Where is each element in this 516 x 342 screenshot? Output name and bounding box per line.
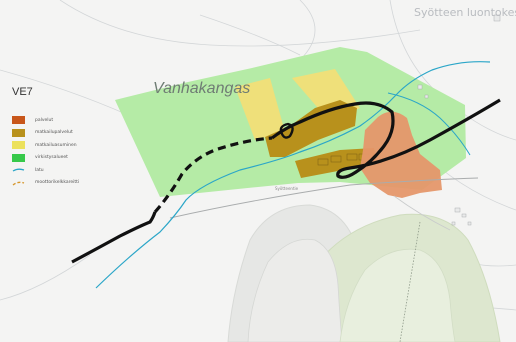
secondary-road-2: [393, 195, 451, 231]
legend-item: matkailupalvelut: [12, 127, 132, 140]
yellow-zone-west: [235, 78, 285, 140]
legend-item: palvelut: [12, 114, 132, 127]
legend-item: matkailuasuminen: [12, 139, 132, 152]
road-label: Syötteentie: [275, 186, 299, 191]
main-road-west: [71, 211, 157, 264]
legend-label: matkailupalvelut: [35, 130, 73, 136]
legend-label: latu: [35, 167, 44, 173]
brown-zone-south: [295, 148, 377, 178]
brown-zone-north: [265, 100, 357, 157]
legend-item: latu: [12, 164, 132, 177]
plot-boxes: [317, 153, 370, 166]
place-label-nature-center: Syötteen luontokeskus: [414, 6, 516, 19]
legend-swatch: [12, 153, 25, 162]
ski-trail-line: [95, 61, 491, 289]
legend-item: virkistysalueet: [12, 152, 132, 165]
secondary-road: [169, 177, 479, 219]
legend-label: virkistysalueet: [35, 155, 68, 161]
legend-label: matkailuasuminen: [35, 142, 77, 148]
ski-trail-branch: [387, 92, 471, 156]
legend-label: moottorikelkkareitti: [35, 180, 80, 186]
map-legend: VE7 palvelut matkailupalvelut matkailuasum…: [12, 86, 132, 189]
legend-items: palvelut matkailupalvelut matkailuasuminen…: [12, 114, 132, 189]
legend-line-swatch: [12, 166, 25, 174]
legend-dash-swatch: [12, 179, 25, 187]
main-road-east: [271, 98, 501, 179]
legend-swatch: [12, 128, 25, 137]
legend-item: moottorikelkkareitti: [12, 177, 132, 190]
legend-swatch: [12, 116, 25, 125]
main-road-planned: [153, 136, 273, 214]
area-label-vanhakangas: Vanhakangas: [153, 80, 251, 97]
main-road-loop: [279, 122, 294, 139]
ski-slope-areas: [227, 204, 501, 342]
legend-label: palvelut: [35, 117, 54, 123]
building-markers: [417, 14, 501, 226]
legend-title: VE7: [12, 86, 33, 98]
legend-swatch: [12, 141, 25, 150]
